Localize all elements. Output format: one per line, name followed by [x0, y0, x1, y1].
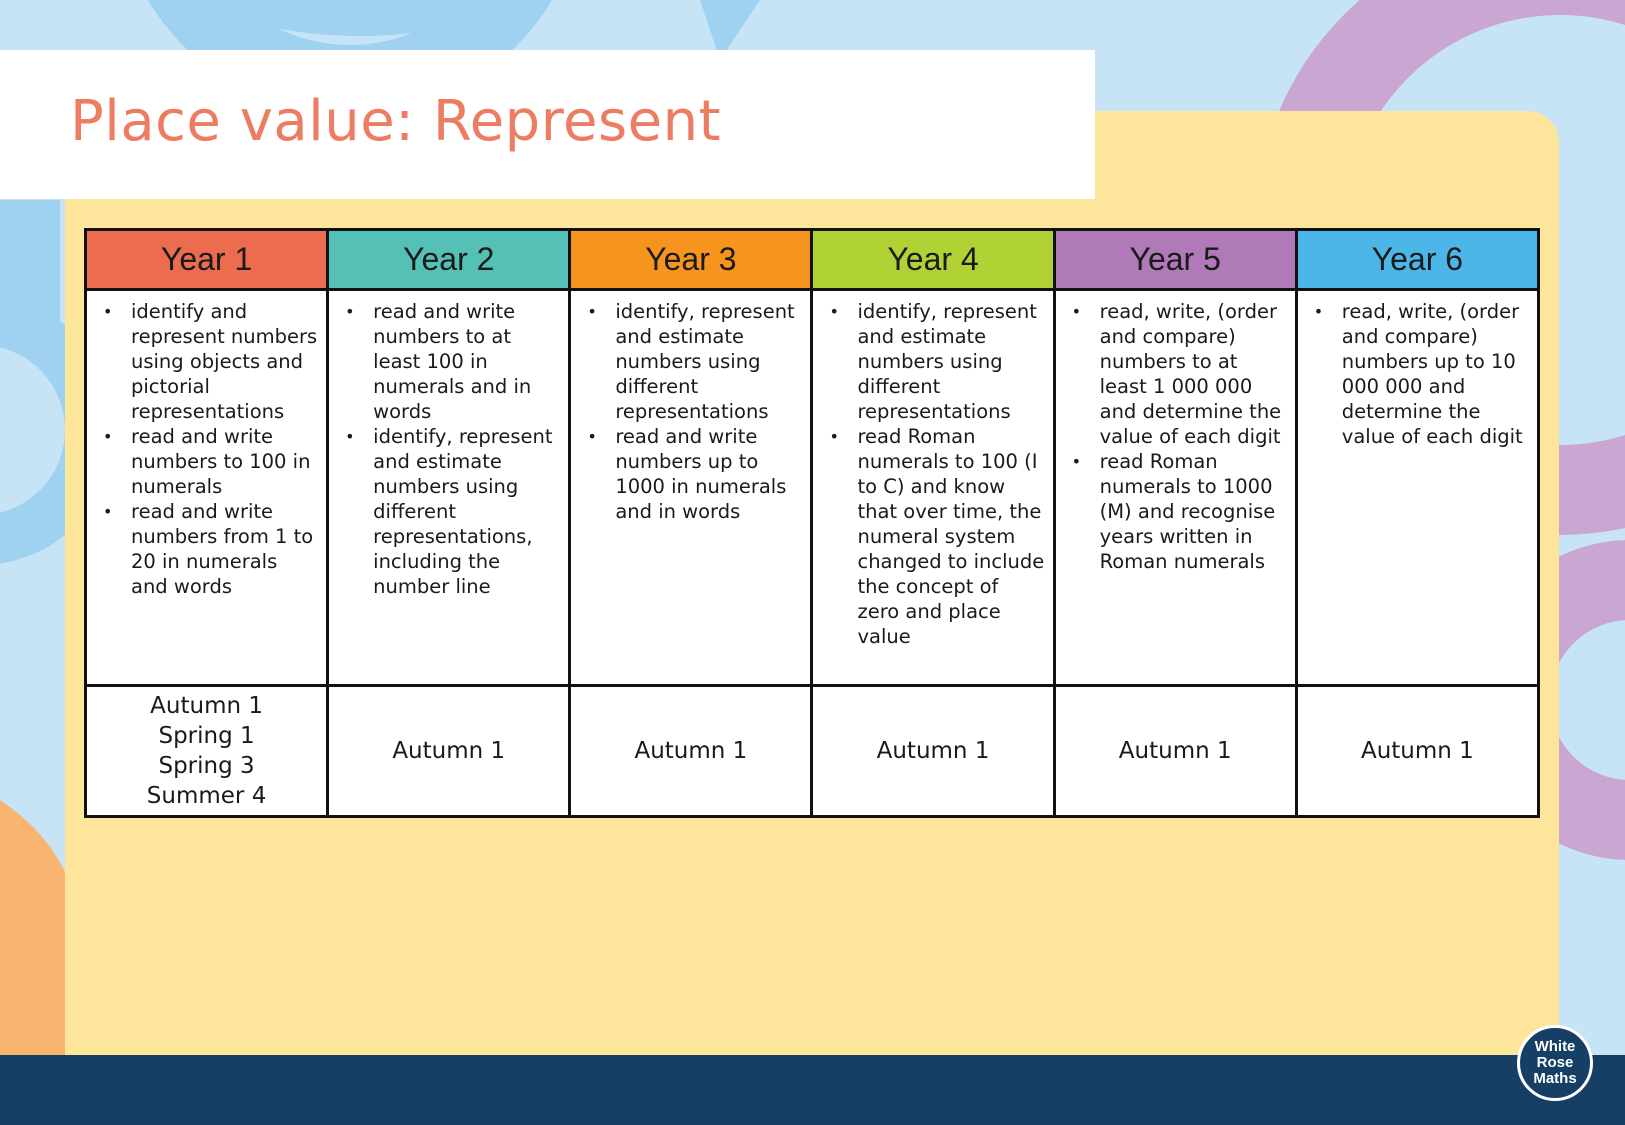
white-rose-maths-logo: White Rose Maths [1517, 1025, 1593, 1101]
term-label: Autumn 1 [876, 738, 990, 764]
term-label: Autumn 1 [150, 693, 263, 719]
term-label: Summer 4 [146, 783, 267, 809]
year-header: Year 6 [1294, 228, 1541, 291]
objective-item: identify, represent and estimate numbers… [341, 424, 560, 599]
terms-cell: Autumn 1 [1052, 684, 1298, 818]
term-label: Spring 3 [158, 753, 255, 779]
footer-bar [0, 1055, 1625, 1125]
objective-item: read and write numbers up to 1000 in num… [583, 424, 802, 524]
year-header: Year 1 [83, 228, 330, 291]
objective-item: read Roman numerals to 100 (I to C) and … [825, 424, 1044, 649]
objective-item: read and write numbers to 100 in numeral… [99, 424, 318, 499]
logo-text-line: Maths [1533, 1070, 1577, 1087]
term-label: Autumn 1 [634, 738, 748, 764]
objective-item: read, write, (order and compare) numbers… [1310, 299, 1529, 449]
objectives-cell: identify, represent and estimate numbers… [810, 288, 1056, 687]
objectives-list: identify, represent and estimate numbers… [583, 299, 802, 524]
year-header: Year 5 [1052, 228, 1298, 291]
objective-item: identify, represent and estimate numbers… [583, 299, 802, 424]
objective-item: identify and represent numbers using obj… [99, 299, 318, 424]
term-label: Autumn 1 [1118, 738, 1232, 764]
objectives-cell: read and write numbers to at least 100 i… [326, 288, 572, 687]
terms-cell: Autumn 1 Spring 1 Spring 3 Summer 4 [83, 684, 330, 818]
year-header: Year 2 [326, 228, 572, 291]
term-label: Autumn 1 [392, 738, 506, 764]
objective-item: read and write numbers from 1 to 20 in n… [99, 499, 318, 599]
objectives-list: identify, represent and estimate numbers… [825, 299, 1044, 649]
objectives-list: read, write, (order and compare) numbers… [1310, 299, 1529, 449]
title-box [0, 50, 1095, 199]
year-header: Year 4 [810, 228, 1056, 291]
objective-item: read, write, (order and compare) numbers… [1068, 299, 1287, 449]
objectives-list: read, write, (order and compare) numbers… [1068, 299, 1287, 574]
objective-item: identify, represent and estimate numbers… [825, 299, 1044, 424]
page-title: Place value: Represent [70, 89, 722, 154]
objectives-cell: identify and represent numbers using obj… [83, 288, 330, 687]
terms-cell: Autumn 1 [810, 684, 1056, 818]
objective-item: read and write numbers to at least 100 i… [341, 299, 560, 424]
year-header: Year 3 [568, 228, 814, 291]
term-label: Autumn 1 [1360, 738, 1474, 764]
objectives-cell: read, write, (order and compare) numbers… [1294, 288, 1541, 687]
objectives-row: identify and represent numbers using obj… [83, 288, 1541, 687]
objective-item: read Roman numerals to 1000 (M) and reco… [1068, 449, 1287, 574]
logo-text-line: Rose [1536, 1054, 1574, 1071]
terms-cell: Autumn 1 [1294, 684, 1541, 818]
objectives-list: read and write numbers to at least 100 i… [341, 299, 560, 599]
objectives-list: identify and represent numbers using obj… [99, 299, 318, 599]
terms-cell: Autumn 1 [326, 684, 572, 818]
term-label: Spring 1 [158, 723, 255, 749]
objectives-cell: identify, represent and estimate numbers… [568, 288, 814, 687]
logo-text-line: White [1534, 1038, 1576, 1055]
objectives-cell: read, write, (order and compare) numbers… [1052, 288, 1298, 687]
terms-cell: Autumn 1 [568, 684, 814, 818]
